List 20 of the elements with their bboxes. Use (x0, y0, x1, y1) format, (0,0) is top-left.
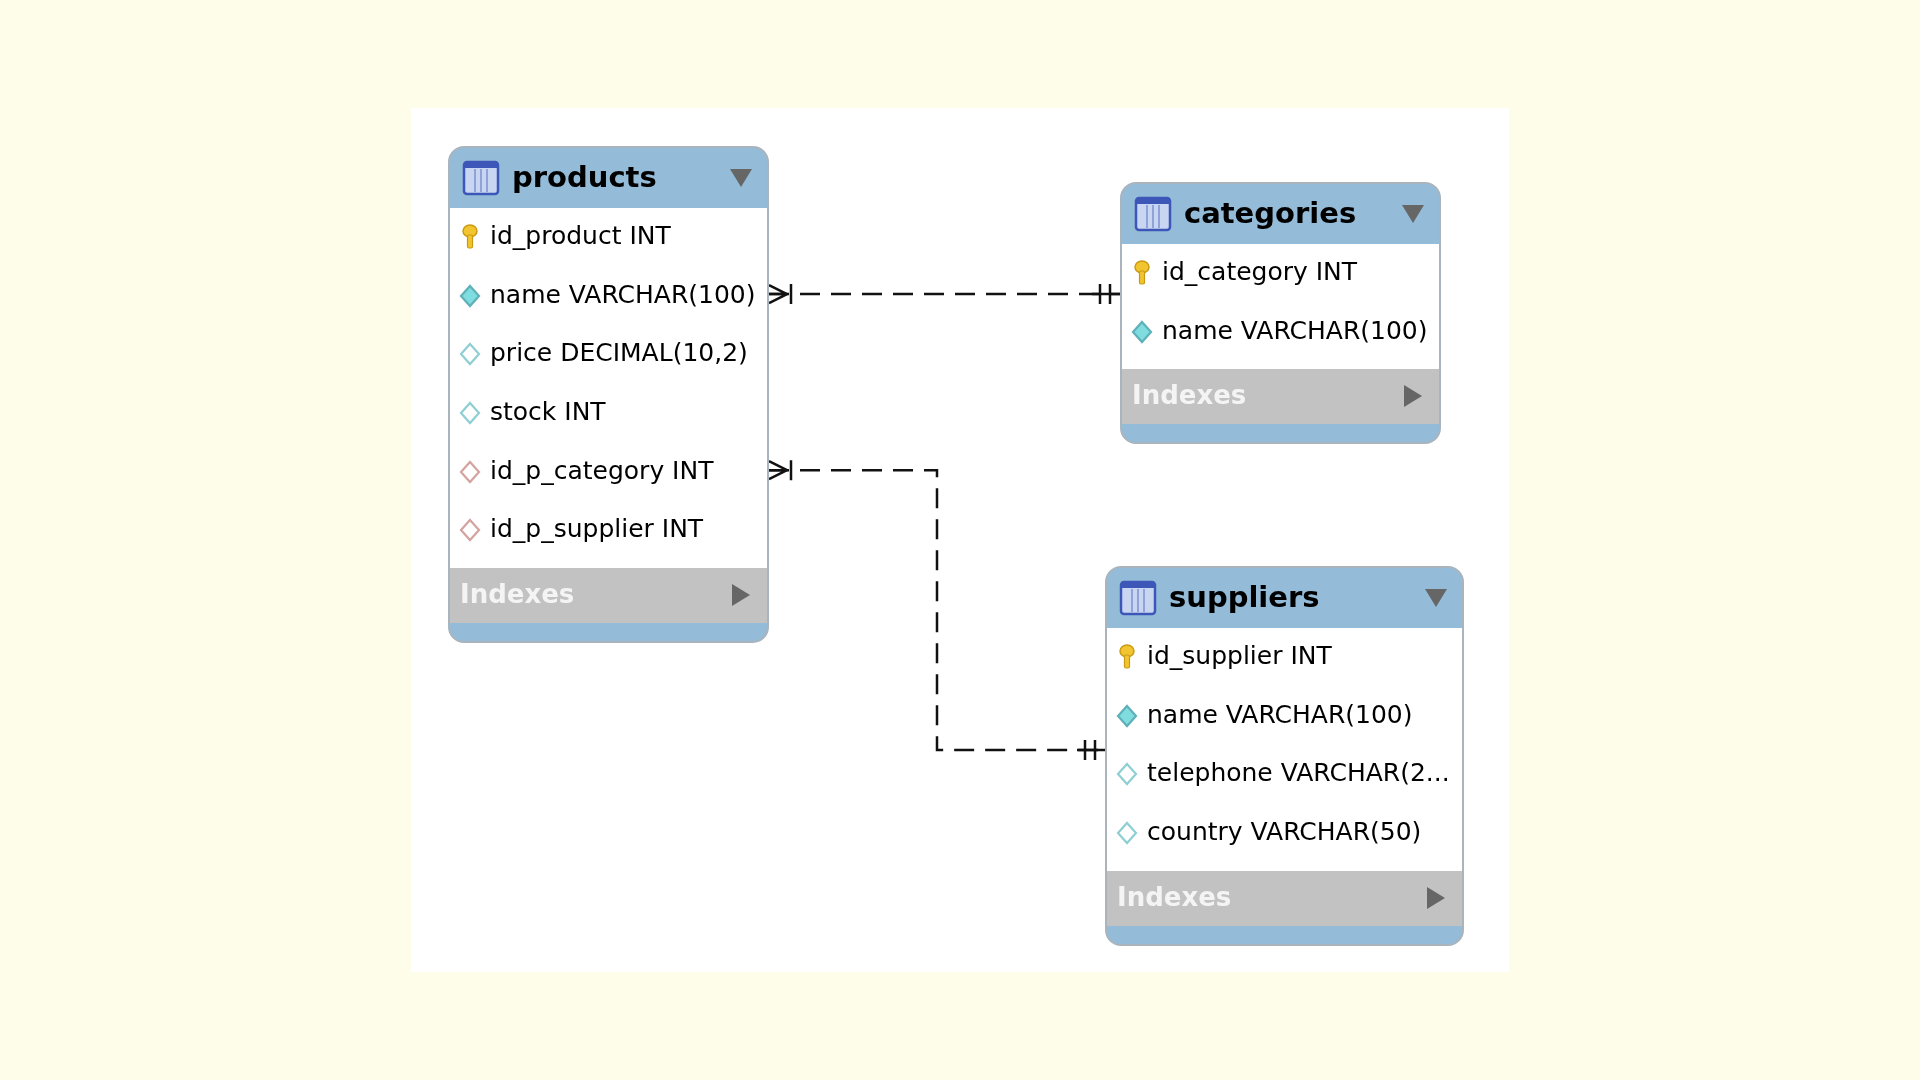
column-text: country VARCHAR(50) (1147, 817, 1422, 847)
table-card (1120, 182, 1441, 445)
table-name: categories (1184, 196, 1357, 230)
column-text: id_p_supplier INT (490, 514, 704, 544)
column-text: name VARCHAR(100) (490, 279, 756, 309)
table-card (448, 146, 769, 644)
relationship-line (767, 458, 1107, 762)
table-card (1105, 566, 1464, 946)
column-text: id_product INT (490, 221, 671, 250)
column-text: telephone VARCHAR(2... (1147, 758, 1450, 788)
column-text: name VARCHAR(100) (1147, 699, 1413, 729)
table-name: suppliers (1169, 580, 1320, 614)
column-text: id_supplier INT (1147, 641, 1332, 670)
column-text: id_category INT (1162, 257, 1358, 286)
column-text: id_p_category INT (490, 455, 714, 485)
column-text: stock INT (490, 397, 606, 427)
column-text: price DECIMAL(10,2) (490, 338, 748, 368)
table-name: products (512, 160, 657, 194)
relationship-line (767, 282, 1122, 306)
column-text: name VARCHAR(100) (1162, 315, 1428, 345)
